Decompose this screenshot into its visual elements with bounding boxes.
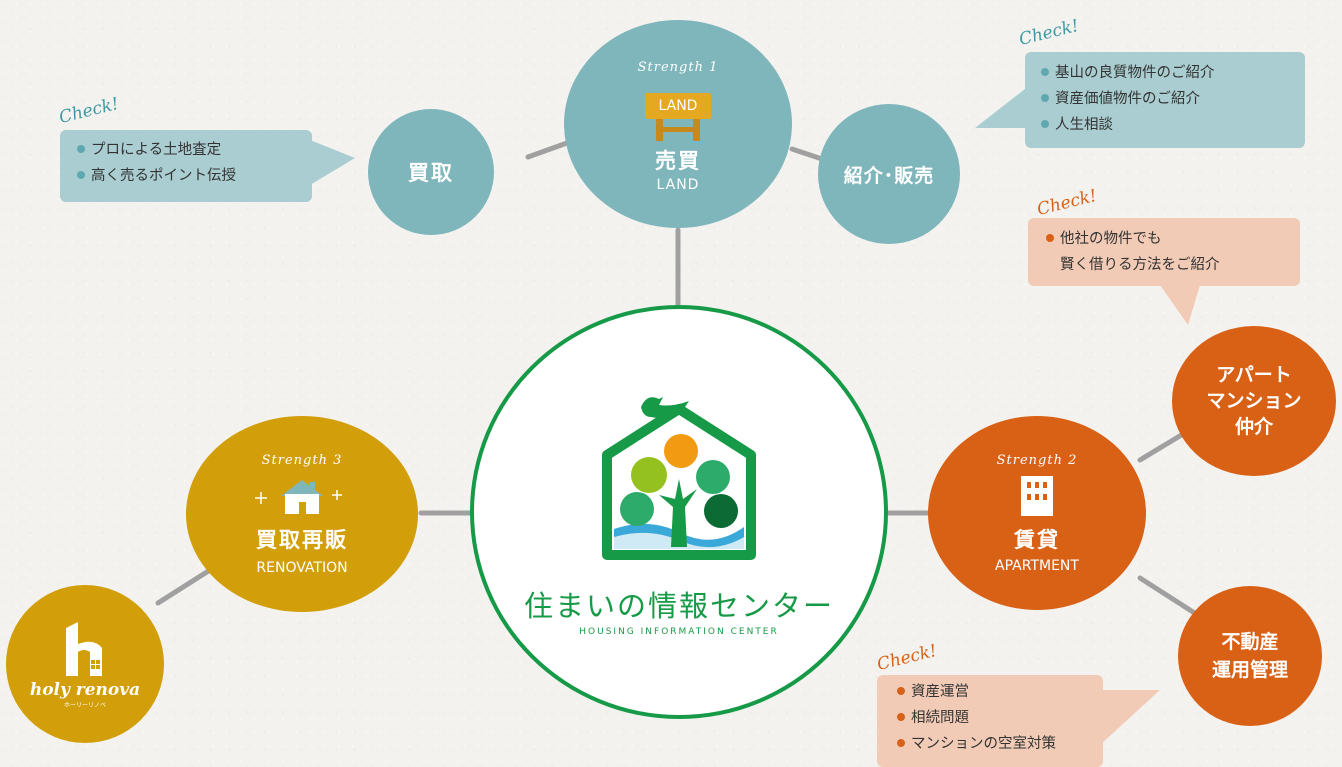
list-item: マンションの空室対策 xyxy=(897,731,1103,757)
node-kaitori[interactable]: 買取 xyxy=(368,109,494,235)
bullet-icon xyxy=(77,145,85,153)
list-item: 人生相談 xyxy=(1041,112,1305,138)
line-holy-renovation xyxy=(155,567,213,606)
node-line: マンション xyxy=(1206,390,1302,412)
node-apart-chukai[interactable]: アパート マンション 仲介 xyxy=(1172,326,1336,476)
center-subtitle: HOUSING INFORMATION CENTER xyxy=(579,627,779,637)
bubble-fudousan: 資産運営 相続問題 マンションの空室対策 xyxy=(877,675,1103,767)
list-item: 賢く借りる方法をご紹介 xyxy=(1060,257,1220,273)
bullet-icon xyxy=(897,739,905,747)
bubble-kaitori: プロによる土地査定 高く売るポイント伝授 xyxy=(60,130,312,202)
node-center[interactable]: 住まいの情報センター HOUSING INFORMATION CENTER xyxy=(470,305,888,719)
brand-sub: ホーリーリノベ xyxy=(63,701,106,709)
tail-apart xyxy=(1160,285,1200,325)
tail-kaitori xyxy=(310,140,355,185)
node-title: 紹介･販売 xyxy=(843,164,935,187)
building-icon xyxy=(1021,475,1053,516)
list-item: 他社の物件でも xyxy=(1046,226,1300,252)
list-item: プロによる土地査定 xyxy=(77,137,312,163)
node-line: アパート xyxy=(1216,364,1292,386)
node-fudousan[interactable]: 不動産 運用管理 xyxy=(1178,586,1322,726)
node-shoukai[interactable]: 紹介･販売 xyxy=(818,104,960,244)
strength-label: Strength 1 xyxy=(637,59,719,75)
bullet-icon xyxy=(1046,234,1054,242)
line-apartment-fudousan xyxy=(1137,575,1196,615)
bullet-icon xyxy=(1041,120,1049,128)
list-item: 基山の良質物件のご紹介 xyxy=(1041,60,1305,86)
node-subtitle: APARTMENT xyxy=(995,557,1079,574)
node-subtitle: RENOVATION xyxy=(256,559,348,576)
node-line: 仲介 xyxy=(1234,416,1273,438)
node-line: 不動産 xyxy=(1221,631,1279,653)
node-line: 運用管理 xyxy=(1211,659,1288,681)
bullet-icon xyxy=(897,713,905,721)
tail-fudousan xyxy=(1100,690,1160,745)
node-title: 賃貸 xyxy=(1014,527,1060,552)
node-holy-renova[interactable]: holy renova ホーリーリノベ xyxy=(6,585,164,743)
list-item: 相続問題 xyxy=(897,705,1103,731)
node-title: 買取再販 xyxy=(256,527,348,552)
bubble-shoukai: 基山の良質物件のご紹介 資産価値物件のご紹介 人生相談 xyxy=(1025,52,1305,148)
strength-label: Strength 3 xyxy=(261,452,343,468)
bullet-icon xyxy=(1041,68,1049,76)
list-item: 高く売るポイント伝授 xyxy=(77,163,312,189)
bullet-icon xyxy=(77,171,85,179)
node-title: 売買 xyxy=(655,148,701,173)
house-sparkle-icon xyxy=(255,479,342,514)
node-land[interactable]: Strength 1 LAND 売買 LAND xyxy=(564,20,792,228)
node-renovation[interactable]: Strength 3 買取再販 RENOVATION xyxy=(186,416,418,612)
node-subtitle: LAND xyxy=(656,176,700,193)
bullet-icon xyxy=(897,687,905,695)
center-title: 住まいの情報センター xyxy=(523,589,834,623)
bullet-icon xyxy=(1041,94,1049,102)
list-item: 資産価値物件のご紹介 xyxy=(1041,86,1305,112)
bubble-apart: 他社の物件でも 賢く借りる方法をご紹介 xyxy=(1028,218,1300,286)
house-tree-bird-icon xyxy=(602,397,756,560)
strength-label: Strength 2 xyxy=(996,452,1078,468)
brand-name: holy renova xyxy=(29,679,141,700)
signboard-icon: LAND xyxy=(641,83,715,141)
node-title: 買取 xyxy=(408,161,454,185)
line-kaitori-land xyxy=(525,140,570,160)
holy-renova-logo-icon xyxy=(66,621,102,676)
list-item: 資産運営 xyxy=(897,679,1103,705)
tail-shoukai xyxy=(975,85,1030,128)
sign-text: LAND xyxy=(658,97,698,114)
node-apartment[interactable]: Strength 2 賃貸 APARTMENT xyxy=(928,416,1146,610)
